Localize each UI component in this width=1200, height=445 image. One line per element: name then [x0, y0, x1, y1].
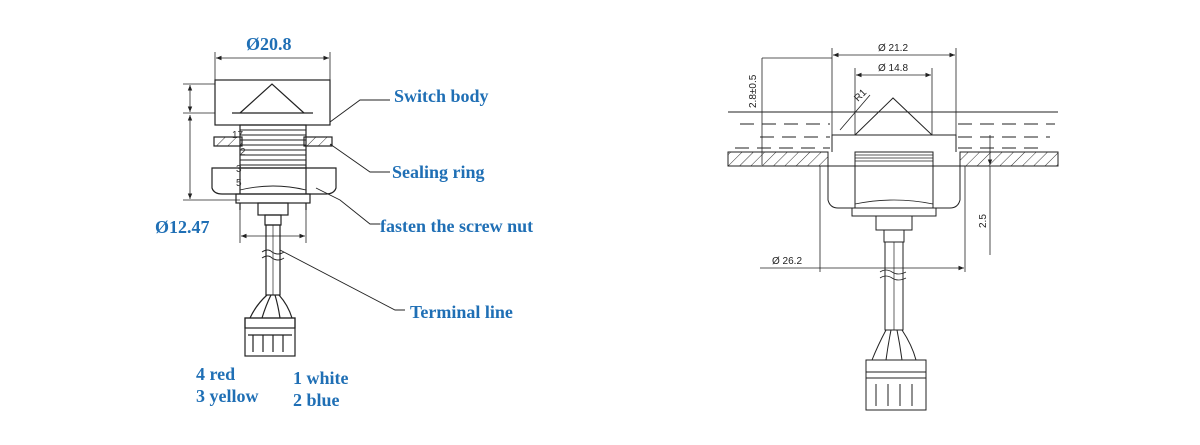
sensor-thread: [854, 151, 934, 167]
depth-label: 2.5: [978, 214, 989, 228]
sealing-ring-left: [213, 136, 243, 147]
wire-1-label: 1 white: [293, 368, 349, 388]
dim-bottom-label: Ø12.47: [155, 217, 210, 237]
wire-4-label: 4 red: [196, 364, 235, 384]
screw-nut-label: fasten the screw nut: [380, 216, 533, 236]
tank-wall-left: [727, 151, 829, 167]
thread-mark-1: 17: [232, 130, 244, 141]
height-label: 2.8±0.5: [748, 74, 759, 108]
thread-lines: [240, 129, 306, 166]
dim-nut-label: Ø 26.2: [772, 256, 802, 267]
sensor-nut: [827, 165, 961, 209]
switch-body-label: Switch body: [394, 86, 489, 106]
left-drawing: [183, 52, 405, 357]
thread-mark-3: 3: [236, 164, 242, 175]
sealing-ring-label: Sealing ring: [392, 162, 485, 182]
terminal-line-label: Terminal line: [410, 302, 513, 322]
dim-outer-label: Ø 21.2: [878, 43, 908, 54]
wire-3-label: 3 yellow: [196, 386, 259, 406]
switch-body-shape: [214, 79, 331, 126]
dim-inner-label: Ø 14.8: [878, 63, 908, 74]
sensor-connector: [865, 359, 927, 411]
sealing-ring-right: [303, 136, 333, 147]
liquid-dashes: [735, 123, 1055, 149]
wire-2-label: 2 blue: [293, 390, 340, 410]
dim-top-label: Ø20.8: [246, 34, 292, 54]
thread-mark-2: 2: [240, 147, 246, 158]
tank-wall-right: [959, 151, 1059, 167]
screw-nut-shape: [211, 167, 337, 195]
right-drawing: [727, 48, 1059, 411]
thread-mark-4: 5: [236, 178, 242, 189]
